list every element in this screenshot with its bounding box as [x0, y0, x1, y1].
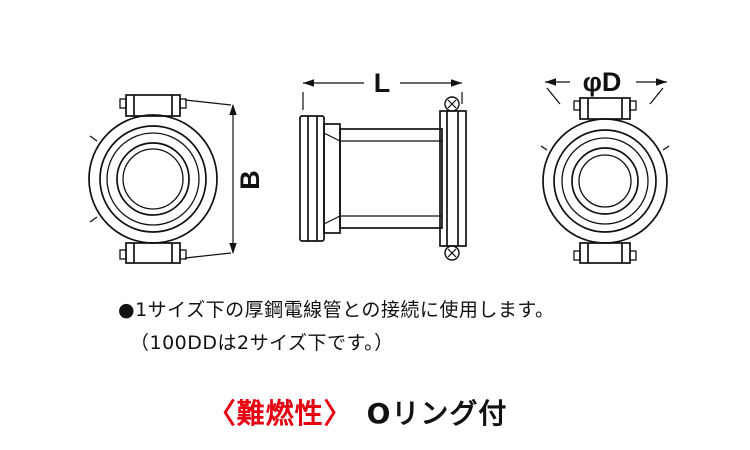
dimension-phiD	[545, 78, 667, 105]
rear-view-drawing	[540, 97, 670, 264]
dimension-label-B: B	[235, 170, 265, 190]
product-feature-line: 〈難燃性〉 Oリング付	[0, 392, 715, 432]
flame-retardant-label: 〈難燃性〉	[207, 397, 353, 430]
front-view-drawing	[88, 94, 218, 264]
note-line-2: （100DDは2サイズ下です。）	[130, 332, 394, 354]
dimension-L	[302, 79, 463, 110]
side-view-drawing	[299, 96, 467, 261]
usage-notes: ●1サイズ下の厚鋼電線管との接続に使用します。 （100DDは2サイズ下です。）	[118, 294, 555, 360]
dimension-label-L: L	[374, 68, 391, 98]
note-line-1: ●1サイズ下の厚鋼電線管との接続に使用します。	[118, 299, 555, 321]
oring-label: Oリング付	[366, 397, 508, 430]
dimension-label-phiD: φD	[583, 67, 622, 97]
technical-drawing: B	[88, 67, 670, 264]
dimension-B	[184, 99, 237, 259]
